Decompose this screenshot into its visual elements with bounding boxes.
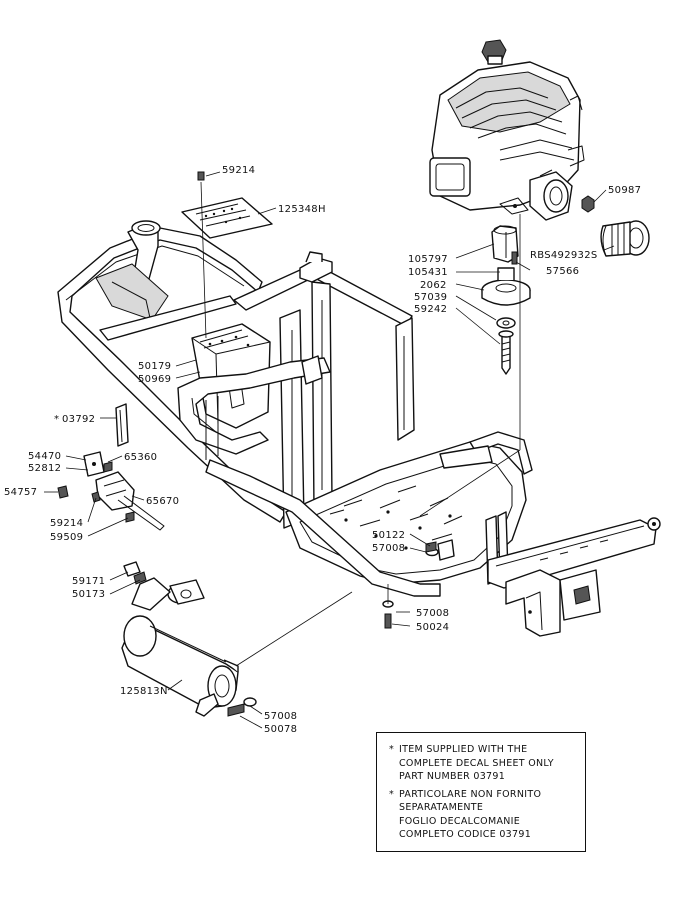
bracket-assembly-65670 (57, 451, 165, 531)
engine (429, 39, 585, 221)
label-RBS492932S: RBS492932S (530, 250, 598, 261)
note-english: * ITEM SUPPLIED WITH THE COMPLETE DECAL … (389, 743, 577, 784)
note-bullet: * (389, 788, 395, 800)
label-54757: 54757 (4, 487, 37, 498)
fasteners-floor (382, 541, 439, 629)
leader-lines (44, 171, 615, 729)
muffler (121, 561, 257, 717)
decal-03792 (115, 403, 129, 447)
note-italian: * PARTICOLARE NON FORNITO SEPARATAMENTE … (389, 788, 577, 842)
label-52812: 52812 (28, 463, 61, 474)
label-54470: 54470 (28, 451, 61, 462)
label-50179: 50179 (138, 361, 171, 372)
label-59509: 59509 (50, 532, 83, 543)
note-line: ITEM SUPPLIED WITH THE (399, 744, 528, 755)
label-65670: 65670 (146, 496, 179, 507)
label-03792-mark: * (54, 414, 59, 425)
label-125348H: 125348H (278, 204, 326, 215)
label-03792: 03792 (62, 414, 95, 425)
label-57566: 57566 (546, 266, 579, 277)
note-line: PART NUMBER 03791 (399, 771, 506, 782)
chassis-frame (57, 220, 661, 637)
note-line: FOGLIO DECALCOMANIE (399, 815, 521, 827)
label-50078: 50078 (264, 724, 297, 735)
note-bullet: * (389, 744, 395, 755)
label-57008-bot: 57008 (264, 711, 297, 722)
label-50173: 50173 (72, 589, 105, 600)
note-line: COMPLETE DECAL SHEET ONLY (399, 757, 554, 769)
part-labels: 59214 125348H 50987 RBS492932S 105797 10… (4, 165, 641, 735)
nut-50987 (581, 195, 595, 213)
label-59242: 59242 (414, 304, 447, 315)
note-line: SEPARATAMENTE (399, 802, 484, 813)
label-57008-low: 57008 (416, 608, 449, 619)
label-50122: 50122 (372, 530, 405, 541)
label-125813N: 125813N (120, 686, 168, 697)
label-59214-left: 59214 (50, 518, 83, 529)
label-59214-top: 59214 (222, 165, 255, 176)
note-line: COMPLETO CODICE 03791 (399, 829, 532, 840)
label-50969: 50969 (138, 374, 171, 385)
label-59171: 59171 (72, 576, 105, 587)
label-65360: 65360 (124, 452, 157, 463)
crankshaft-parts (481, 225, 531, 375)
decal-plate (181, 171, 273, 239)
air-filter (600, 220, 650, 257)
note-line: PARTICOLARE NON FORNITO (399, 788, 542, 800)
label-105797: 105797 (408, 254, 448, 265)
label-105431: 105431 (408, 267, 448, 278)
label-57039: 57039 (414, 292, 447, 303)
label-57008-mid: 57008 (372, 543, 405, 554)
decal-note-box: * ITEM SUPPLIED WITH THE COMPLETE DECAL … (376, 732, 586, 852)
label-50987: 50987 (608, 185, 641, 196)
label-50024: 50024 (416, 622, 449, 633)
label-2062: 2062 (420, 280, 447, 291)
